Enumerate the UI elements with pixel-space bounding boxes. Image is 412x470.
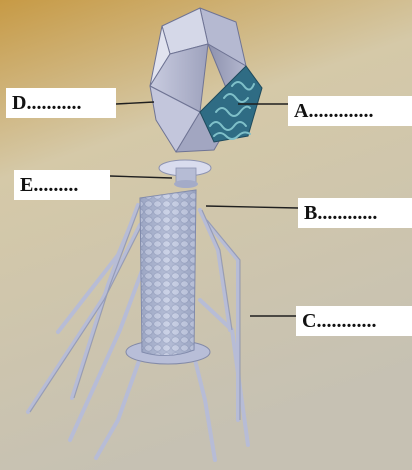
label-b: B............ xyxy=(298,198,412,228)
label-e: E......... xyxy=(14,170,110,200)
label-c: C............ xyxy=(296,306,412,336)
label-a: A............. xyxy=(288,96,412,126)
label-d: D........... xyxy=(6,88,116,118)
tail-sheath xyxy=(140,190,196,356)
